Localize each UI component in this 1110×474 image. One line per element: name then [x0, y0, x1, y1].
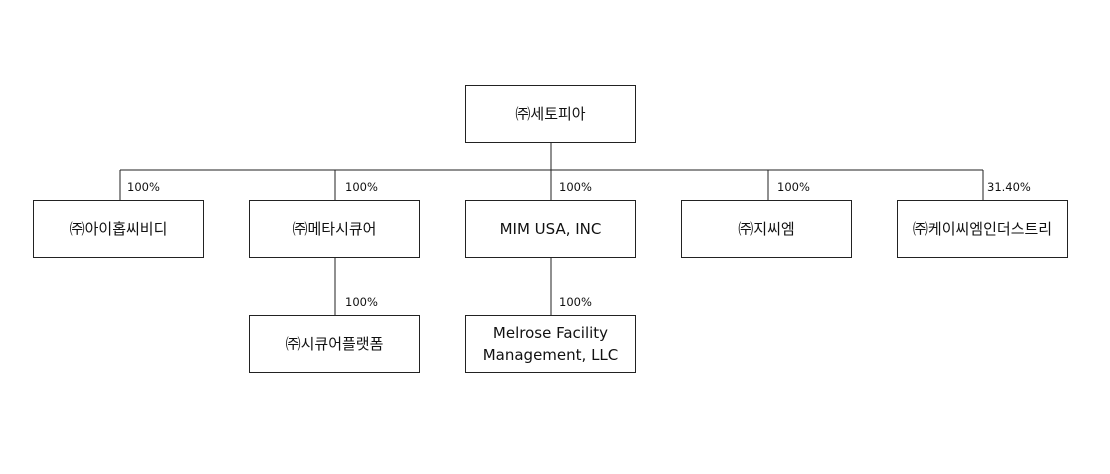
- node-label: ㈜메타시큐어: [292, 220, 377, 238]
- ownership-percent: 100%: [345, 180, 378, 194]
- ownership-percent: 100%: [127, 180, 160, 194]
- node-label: ㈜케이씨엠인더스트리: [912, 220, 1053, 238]
- ownership-percent: 31.40%: [987, 180, 1031, 194]
- node-subsidiary: ㈜지씨엠: [681, 200, 852, 258]
- ownership-percent: 100%: [559, 180, 592, 194]
- node-label: ㈜시큐어플랫폼: [285, 335, 384, 353]
- ownership-percent: 100%: [345, 295, 378, 309]
- node-label: MIM USA, INC: [499, 220, 602, 238]
- node-label: ㈜아이홉씨비디: [69, 220, 168, 238]
- node-subsidiary: ㈜메타시큐어: [249, 200, 420, 258]
- node-root: ㈜세토피아: [465, 85, 636, 143]
- ownership-percent: 100%: [777, 180, 810, 194]
- node-subsidiary: MIM USA, INC: [465, 200, 636, 258]
- ownership-percent: 100%: [559, 295, 592, 309]
- node-label: ㈜지씨엠: [738, 220, 795, 238]
- node-subsidiary: ㈜아이홉씨비디: [33, 200, 204, 258]
- node-label: Melrose Facility Management, LLC: [482, 324, 619, 364]
- node-second-level: Melrose Facility Management, LLC: [465, 315, 636, 373]
- node-label: ㈜세토피아: [515, 105, 586, 123]
- node-second-level: ㈜시큐어플랫폼: [249, 315, 420, 373]
- node-subsidiary: ㈜케이씨엠인더스트리: [897, 200, 1068, 258]
